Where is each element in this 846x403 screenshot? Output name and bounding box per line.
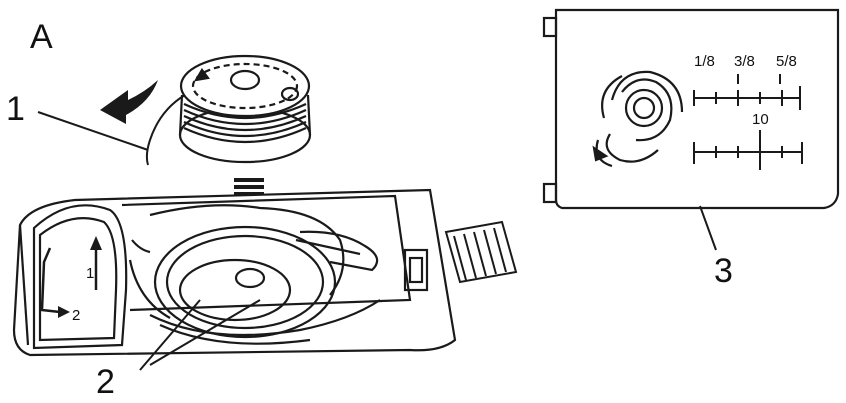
callout-3-leader (700, 206, 716, 250)
bobbin (180, 56, 310, 162)
panel-label: A (30, 18, 53, 56)
rotation-arrow-icon (100, 80, 158, 124)
callout-3-label: 3 (714, 252, 733, 290)
guide-arrow-2-label: 2 (72, 307, 80, 324)
guide-arrow-1-label: 1 (86, 265, 94, 282)
scale-label-5-8: 5/8 (776, 53, 797, 70)
scale-label-3-8: 3/8 (734, 53, 755, 70)
callout-1-label: 1 (6, 90, 25, 128)
callout-1-leader (38, 112, 148, 150)
needle-plate (544, 10, 838, 208)
scale-label-1-8: 1/8 (694, 53, 715, 70)
callout-2-label: 2 (96, 363, 115, 401)
feed-dog-insert (446, 222, 516, 282)
bobbin-case-plate (14, 190, 455, 355)
scale-label-10: 10 (752, 111, 769, 128)
